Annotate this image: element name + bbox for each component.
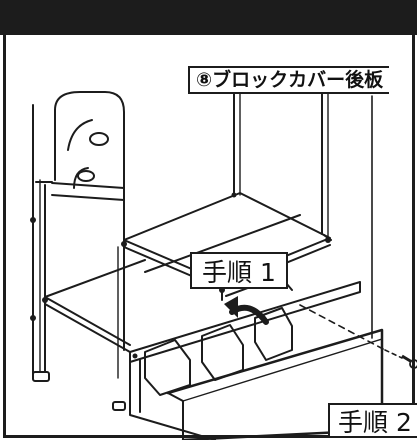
header-bar xyxy=(0,0,417,35)
lower-shelf xyxy=(44,259,146,298)
side-frame xyxy=(54,91,125,246)
opening-3 xyxy=(254,307,293,361)
step-2-label: 手順 2 xyxy=(328,403,417,438)
hook-top xyxy=(67,119,93,151)
outer-frame xyxy=(3,35,415,438)
curved-arrow-icon xyxy=(224,296,269,325)
opening-1 xyxy=(144,339,191,396)
part-name-label: ⑧ブロックカバー後板 xyxy=(188,66,390,94)
block-cover-panel xyxy=(129,281,361,363)
step-1-label: 手順 1 xyxy=(190,252,288,289)
